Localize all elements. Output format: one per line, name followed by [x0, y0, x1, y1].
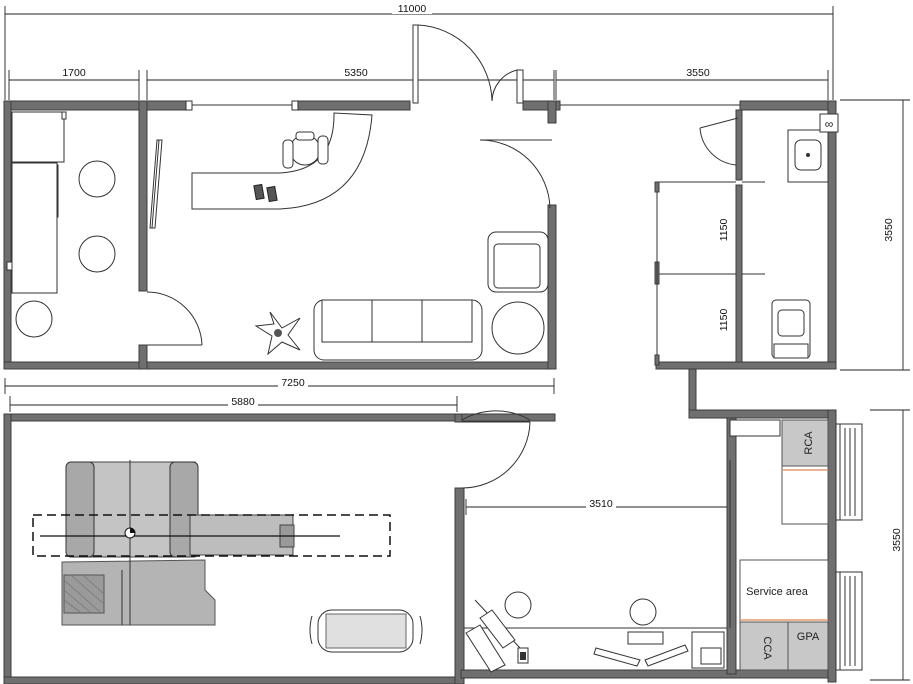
dimension-labels: 11000 1700 5350 3550 3550 3550 7250 5880…	[62, 2, 903, 552]
dim-scanner-room-width: 5880	[231, 396, 255, 408]
cca-label: CCA	[761, 636, 773, 660]
mri-scanner	[32, 460, 391, 626]
staff-room-furniture	[6, 111, 116, 338]
doors	[146, 24, 739, 489]
dim-toilet-depth: 3550	[883, 218, 895, 242]
dim-left-room-width: 1700	[62, 67, 86, 79]
svg-text:∞: ∞	[825, 117, 834, 131]
dim-corridor-length: 7250	[281, 377, 305, 389]
dim-stall-bottom: 1150	[718, 309, 730, 332]
dim-stall-top: 1150	[718, 219, 730, 242]
external-racks	[835, 423, 863, 671]
dim-control-room-depth: 3550	[891, 528, 903, 552]
gpa-label: GPA	[797, 631, 820, 643]
dim-overall-width: 11000	[398, 3, 427, 15]
equipment-cabinets	[739, 419, 829, 671]
service-area-label: Service area	[746, 586, 809, 598]
toilet-fixtures: ∞	[771, 113, 839, 359]
equipment-labels: RCA Service area CCA GPA	[746, 431, 820, 661]
dim-control-room-width: 3510	[589, 498, 613, 510]
patient-couch	[309, 609, 423, 653]
control-room-furniture	[464, 419, 781, 673]
dim-reception-width: 5350	[344, 67, 368, 79]
walls	[3, 100, 837, 684]
windows	[185, 100, 740, 111]
rca-label: RCA	[803, 431, 815, 455]
reception-furniture	[149, 112, 549, 361]
dim-toilet-width: 3550	[686, 67, 710, 79]
